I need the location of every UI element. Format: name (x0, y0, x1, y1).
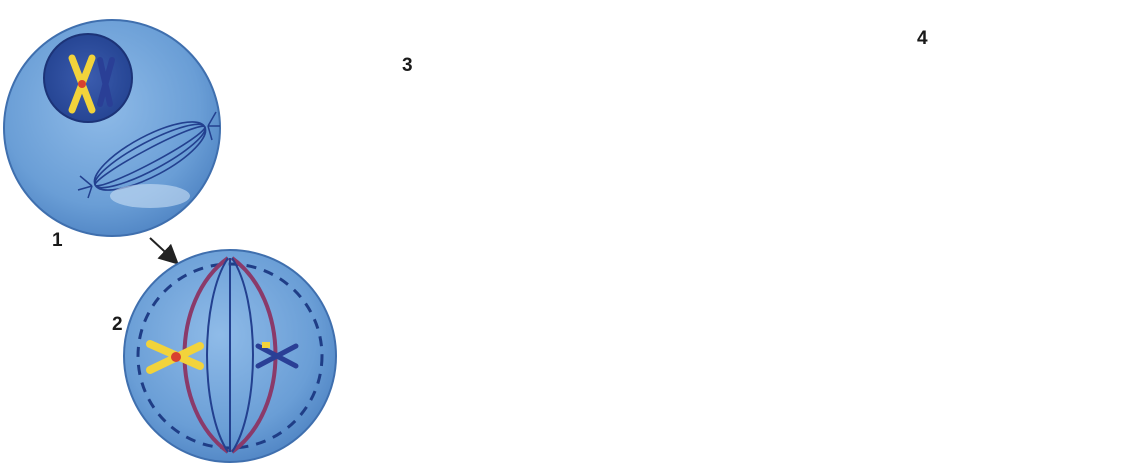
cell-1 (4, 20, 220, 236)
cell-2 (124, 250, 336, 462)
arrow-1-to-2 (150, 238, 176, 262)
step-3-label: 3 (402, 55, 413, 77)
step-1-label: 1 (52, 230, 63, 252)
step-4-label: 4 (917, 28, 928, 50)
step-2-label: 2 (112, 314, 123, 336)
